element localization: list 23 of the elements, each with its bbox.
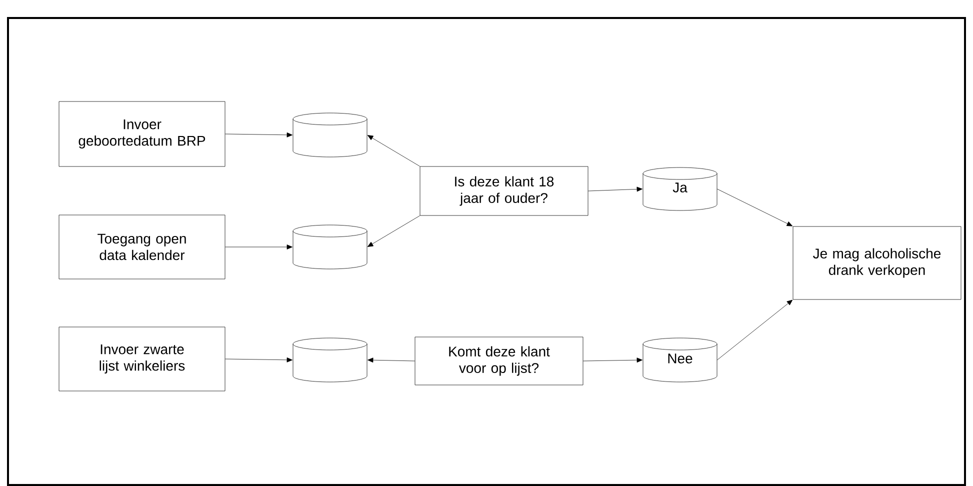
process-box: Invoer geboortedatum BRP <box>58 101 226 167</box>
arrow <box>368 358 415 363</box>
arrow <box>367 135 420 166</box>
arrow <box>588 186 642 192</box>
process-box: Is deze klant 18 jaar of ouder? <box>420 166 588 216</box>
node-label: Nee <box>668 354 692 364</box>
arrow <box>583 358 642 363</box>
arrow <box>225 357 292 362</box>
database-cylinder: Ja <box>642 167 718 211</box>
arrow <box>717 188 793 226</box>
database-cylinder: Nee <box>642 338 718 382</box>
process-box: Invoer zwarte lijst winkeliers <box>58 326 226 392</box>
arrow <box>225 244 292 250</box>
process-box: Toegang open data kalender <box>58 214 226 280</box>
arrow <box>717 300 793 360</box>
node-label: Ja <box>672 182 688 192</box>
process-box: Komt deze klant voor op lijst? <box>414 336 584 386</box>
database-cylinder <box>292 112 368 158</box>
arrow <box>225 132 292 138</box>
database-cylinder <box>292 338 368 382</box>
process-box: Je mag alcoholische drank verkopen <box>792 226 962 300</box>
database-cylinder <box>292 224 368 270</box>
arrow <box>367 216 420 247</box>
